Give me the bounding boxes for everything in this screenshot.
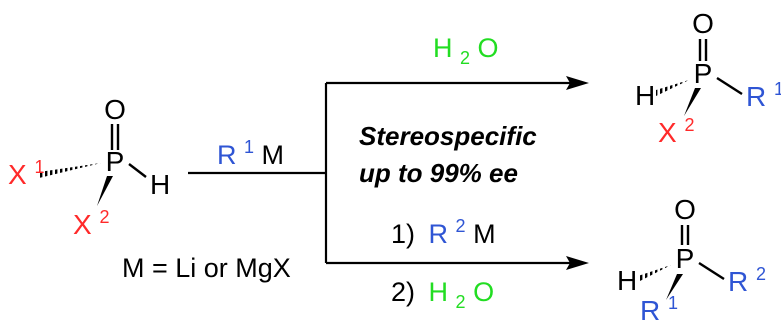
pt-oxygen: O <box>692 8 714 39</box>
pb-pr-bond <box>698 261 725 281</box>
pt-pr-bond <box>716 76 743 96</box>
pb-hydrogen: H <box>617 265 637 296</box>
ph-bond <box>128 163 147 178</box>
hashed-wedge-bond <box>39 163 101 178</box>
sm-x2-symbol: X <box>73 209 92 240</box>
pt-x2-label: X 2 <box>658 115 694 148</box>
step-1-m: M <box>473 219 496 249</box>
water-top-h: H <box>433 33 453 63</box>
sm-x1-label: X 1 <box>8 157 44 190</box>
step-2: 2) H 2 O <box>391 277 494 314</box>
step-1-r-superscript: 2 <box>456 216 466 236</box>
wedge-bond <box>97 176 113 206</box>
step-1-number: 1) <box>391 219 415 249</box>
product-bottom: O P H R 2 R 1 <box>617 194 766 322</box>
bottom-arrowhead <box>566 256 589 270</box>
pb-r-right: R <box>728 266 748 297</box>
starting-material: O P H X 1 X 2 <box>8 94 170 240</box>
pt-r-superscript: 1 <box>774 79 781 99</box>
metal-definition: M = Li or MgX <box>122 253 291 283</box>
pb-r2-label: R 2 <box>728 264 766 297</box>
pb-oxygen: O <box>674 194 696 225</box>
pb-r1-label: R 1 <box>640 293 678 322</box>
pb-phosphorus: P <box>676 243 695 274</box>
pb-hashed-bond <box>638 265 671 282</box>
sm-phosphorus: P <box>106 146 125 177</box>
step-2-o: O <box>473 277 494 307</box>
reagent: R 1 M M = Li or MgX <box>122 129 291 283</box>
pt-x-superscript: 2 <box>684 115 694 135</box>
top-arrowhead <box>566 76 589 90</box>
pt-hashed-bond <box>656 80 689 96</box>
reagent-r-superscript: 1 <box>244 137 254 157</box>
step-2-h: H <box>429 277 449 307</box>
step-2-subscript: 2 <box>456 292 466 312</box>
water-top-subscript: 2 <box>460 48 470 68</box>
stereospecific-label: Stereospecific <box>359 121 537 151</box>
sm-x1-superscript: 1 <box>34 157 44 177</box>
top-arrow-conditions: H 2 O <box>433 33 499 70</box>
step-1-r: R <box>429 219 449 249</box>
pt-r: R <box>746 81 766 112</box>
product-top: O P H R 1 X 2 <box>635 8 781 148</box>
water-top-o: O <box>478 33 499 63</box>
stereo-note: Stereospecific up to 99% ee <box>359 121 537 188</box>
sm-x1-symbol: X <box>8 159 27 190</box>
pt-phosphorus: P <box>694 58 713 89</box>
sm-x2-label: X 2 <box>73 207 109 240</box>
step-1: 1) R 2 M <box>391 208 496 249</box>
sm-oxygen: O <box>104 94 126 125</box>
pb-r-right-superscript: 2 <box>756 264 766 284</box>
pb-r-down: R <box>640 295 660 322</box>
reagent-r1m: R 1 M <box>217 129 284 170</box>
pb-r-down-superscript: 1 <box>668 293 678 313</box>
branching-arrow <box>188 76 589 270</box>
pt-r1-label: R 1 <box>746 79 781 112</box>
water-top: H 2 O <box>433 33 499 70</box>
pt-x: X <box>658 117 677 148</box>
pt-wedge-bond <box>684 88 701 116</box>
step-2-number: 2) <box>391 277 415 307</box>
reagent-m: M <box>262 140 285 170</box>
bottom-arrow-conditions: 1) R 2 M 2) H 2 O <box>391 208 496 314</box>
sm-x2-superscript: 2 <box>99 207 109 227</box>
ee-label: up to 99% ee <box>359 158 518 188</box>
pb-wedge-bond <box>666 274 683 300</box>
sm-hydrogen: H <box>150 169 170 200</box>
reagent-r: R <box>217 140 237 170</box>
pt-hydrogen: H <box>635 80 655 111</box>
